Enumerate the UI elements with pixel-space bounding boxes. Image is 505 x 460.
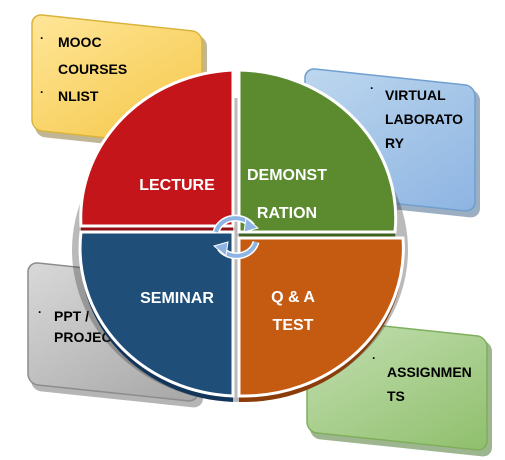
box-top-right-line-1: VIRTUAL <box>385 87 446 103</box>
box-bottom-right-line-1: ASSIGNMEN <box>387 364 472 380</box>
box-bottom-right-line-2: TS <box>387 388 405 404</box>
box-top-left-item-1b: COURSES <box>58 61 127 77</box>
box-top-right-line-3: RY <box>385 135 405 151</box>
box-bottom-left-line-1: PPT / <box>54 308 89 324</box>
quadrant-qa-label-1: Q & A <box>271 289 315 306</box>
quadrant-demonstration-label-1: DEMONST <box>247 167 327 184</box>
bullet-dot: · <box>38 305 42 319</box>
quadrant-demonstration <box>237 68 398 238</box>
box-bottom-left-line-2: PROJECT <box>54 329 121 345</box>
quadrant-seminar <box>78 230 235 402</box>
box-top-left-item-2: NLIST <box>58 88 99 104</box>
quadrant-lecture-label: LECTURE <box>139 177 215 194</box>
bullet-dot: · <box>372 351 376 365</box>
quadrant-demonstration-label-2: RATION <box>257 205 317 222</box>
box-top-left-item-1: MOOC <box>58 34 102 50</box>
quadrant-lecture <box>79 68 235 232</box>
bullet-dot: · <box>370 81 374 95</box>
cycle-arrows-icon <box>212 214 260 260</box>
bullet-dot: · <box>40 85 44 99</box>
quadrant-seminar-label: SEMINAR <box>140 290 214 307</box>
bullet-dot: · <box>40 31 44 45</box>
box-top-right-line-2: LABORATO <box>385 111 463 127</box>
quadrant-qa-test <box>237 236 405 403</box>
quadrant-qa-label-2: TEST <box>273 317 314 334</box>
